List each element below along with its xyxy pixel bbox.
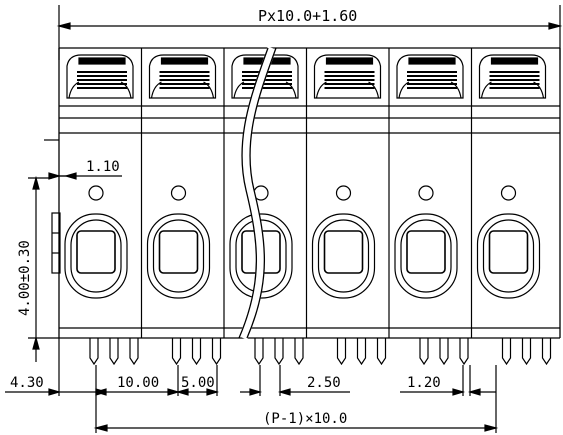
left-side-notches	[44, 139, 61, 274]
release-slot	[478, 54, 547, 99]
release-lever-top	[408, 57, 456, 65]
release-slot	[66, 54, 134, 99]
release-lever-top	[160, 57, 209, 65]
pole	[305, 48, 387, 366]
wire-entry-square	[76, 230, 116, 274]
housing-body	[58, 47, 561, 339]
release-slot-curve	[315, 81, 380, 99]
wire-entry-outer	[64, 213, 128, 299]
release-lever-top	[325, 57, 374, 65]
pin	[439, 338, 449, 366]
pin	[376, 338, 387, 366]
pin	[459, 338, 469, 366]
pin	[419, 338, 429, 366]
release-slot	[231, 54, 299, 99]
pin	[521, 338, 532, 366]
pole	[64, 54, 139, 366]
pole	[140, 48, 222, 366]
release-slot-curve	[233, 81, 297, 99]
release-lever-top	[490, 57, 539, 65]
total-pitch-label: (P-1)×10.0	[263, 411, 347, 427]
pin	[294, 338, 304, 366]
wire-entry-ring	[400, 219, 452, 293]
wire-entry-outer	[146, 213, 211, 299]
wire-entry-outer	[394, 213, 458, 299]
release-slot	[396, 54, 464, 99]
wire-entry-outer	[229, 213, 293, 299]
pin	[89, 338, 99, 366]
release-lever-top	[78, 57, 126, 65]
pin	[336, 338, 347, 366]
test-hole	[170, 185, 187, 201]
pin-width-label: 1.20	[407, 375, 441, 391]
wire-entry-square	[323, 230, 364, 274]
pin	[109, 338, 119, 366]
pin	[191, 338, 202, 366]
wire-entry-ring	[482, 219, 535, 293]
test-hole	[88, 185, 104, 201]
wire-entry-square	[158, 230, 199, 274]
wire-entry-outer	[311, 213, 376, 299]
pin-gap-label: 2.50	[307, 375, 341, 391]
wire-entry-ring	[317, 219, 370, 293]
wire-entry-ring	[70, 219, 122, 293]
wire-entry-ring	[152, 219, 205, 293]
test-hole	[418, 185, 434, 201]
release-slot-curve	[480, 81, 545, 99]
pin	[129, 338, 139, 366]
hole-offset-dimension	[48, 172, 122, 180]
pin	[541, 338, 552, 366]
pole	[223, 48, 304, 366]
pitch-label: 10.00	[117, 375, 159, 391]
height-label: 4.00±0.30	[17, 240, 33, 316]
pin	[274, 338, 284, 366]
pole	[388, 48, 469, 366]
release-slot	[148, 54, 217, 99]
overall-width-label: Px10.0+1.60	[258, 7, 357, 25]
bottom-dimensions	[5, 338, 499, 433]
pin	[254, 338, 264, 366]
release-slot-curve	[150, 81, 215, 99]
test-hole	[335, 185, 352, 201]
pin	[171, 338, 182, 366]
poles-group	[64, 48, 552, 366]
wire-entry-outer	[476, 213, 541, 299]
hole-offset-label: 1.10	[86, 159, 120, 175]
pin-span-label: 5.00	[181, 375, 215, 391]
release-slot	[313, 54, 382, 99]
pin	[501, 338, 512, 366]
release-slot-curve	[398, 81, 462, 99]
break-line	[238, 46, 277, 340]
pin	[211, 338, 222, 366]
wire-entry-square	[406, 230, 446, 274]
height-dimension	[28, 175, 59, 362]
release-slot-curve	[68, 81, 132, 99]
test-hole	[500, 185, 517, 201]
pin	[356, 338, 367, 366]
pole	[470, 48, 552, 366]
left-offset-label: 4.30	[10, 375, 44, 391]
wire-entry-square	[488, 230, 529, 274]
